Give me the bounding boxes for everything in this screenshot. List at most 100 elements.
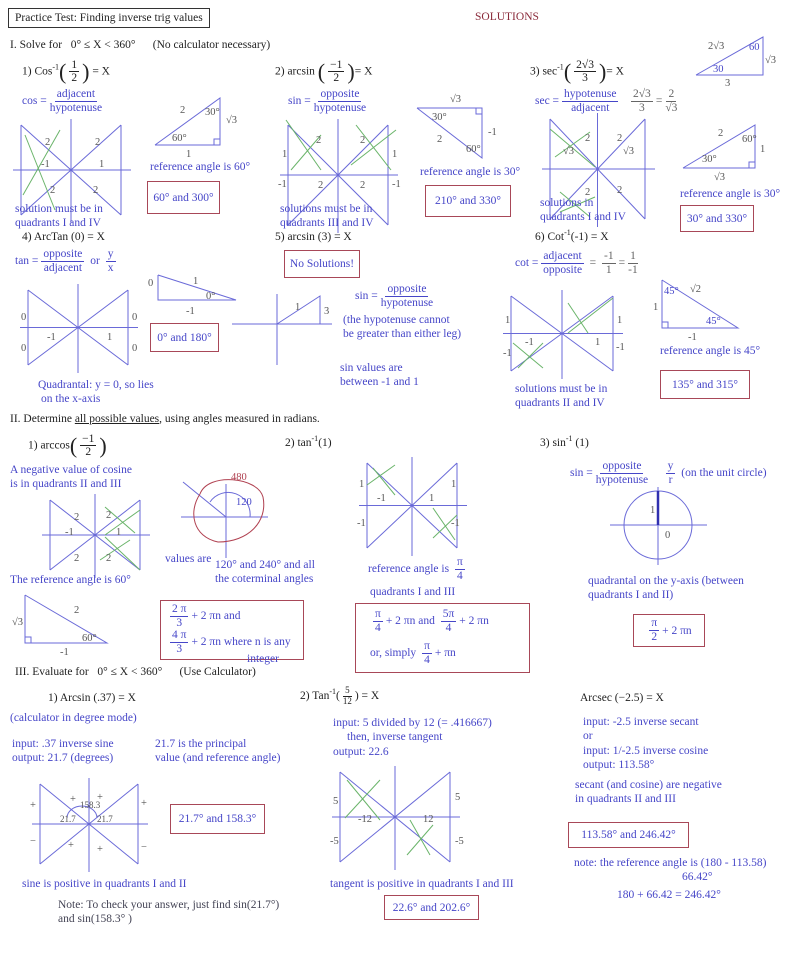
label: 0	[132, 343, 137, 354]
green-mark	[346, 779, 381, 821]
label: -1	[377, 493, 386, 504]
denominator: 3	[582, 72, 588, 85]
quadrant-diagram: + + + + 158.3 21.7 21.7 − − + +	[30, 778, 148, 872]
note-line: note: the reference angle is (180 - 113.…	[574, 857, 767, 869]
label: -5	[455, 836, 464, 847]
note-line: sin values are	[340, 362, 403, 374]
denominator: r	[668, 473, 673, 486]
reference-triangle: 45° √2 1 45° -1	[653, 279, 740, 343]
reference-triangle: 2 30° √3 60° 1	[154, 97, 237, 160]
sign: −	[30, 836, 36, 847]
reference-triangle: 0 1 0° -1	[148, 274, 237, 317]
denominator: 4	[445, 621, 452, 634]
numerator: π	[649, 617, 660, 631]
note-line: output: 21.7 (degrees)	[12, 752, 114, 765]
section-3-note: (Use Calculator)	[179, 666, 256, 678]
denominator: opposite	[543, 263, 583, 276]
green-mark	[409, 819, 431, 856]
label: 3	[725, 78, 730, 89]
denominator: 3	[176, 642, 183, 655]
reference-angle-note: reference angle is 30°	[420, 166, 521, 178]
problem-6-statement: 6) Cot-1(-1) = X	[535, 228, 609, 244]
argument: (1)	[318, 436, 332, 449]
label: 2√3	[708, 40, 724, 52]
note-line: value (and reference angle)	[155, 752, 281, 765]
label: 30°	[432, 112, 447, 123]
label: 2	[718, 128, 723, 139]
label: √3	[226, 114, 237, 126]
denominator: 4	[457, 569, 463, 582]
problem-label: 2) Tan	[300, 690, 330, 703]
label: -1	[186, 306, 195, 317]
green-mark	[104, 536, 141, 571]
numerator: 2√3	[631, 88, 653, 102]
reference-angle-note: The reference angle is 60°	[10, 574, 131, 586]
numerator: -1	[601, 250, 616, 264]
label: 2	[585, 187, 590, 198]
denominator: 1	[605, 263, 612, 276]
label: -1	[525, 337, 534, 348]
sine-positive-note: sine is positive in quadrants I and II	[22, 878, 187, 890]
label: -5	[330, 836, 339, 847]
equals: =	[589, 256, 597, 269]
calculator-mode-note: (calculator in degree mode)	[10, 712, 137, 724]
answer-rest: + 2 πn and	[385, 614, 435, 627]
problem-label: 2) arcsin	[275, 65, 315, 78]
def-lhs: sin =	[288, 94, 311, 107]
exponent: -1	[565, 434, 573, 443]
heading-underlined: all possible values	[74, 413, 160, 425]
sign: +	[68, 840, 74, 851]
label: 158.3	[80, 800, 101, 810]
numerator: y	[105, 248, 116, 262]
denominator: 2	[333, 72, 340, 85]
numerator: π	[422, 640, 432, 654]
note-line: on the x-axis	[41, 393, 101, 406]
quadrant-diagram: 2 2 √3 √3 2 2	[542, 113, 655, 227]
label: 0	[21, 312, 26, 323]
label: 1	[116, 527, 121, 538]
values-are-label: values are	[165, 553, 212, 565]
green-mark	[99, 539, 131, 561]
question-3-statement: 3) sin-1 (1)	[540, 434, 589, 450]
section-1-note: (No calculator necessary)	[152, 39, 271, 51]
label: 1	[505, 315, 510, 326]
answer-box: 60° and 300°	[147, 181, 220, 214]
label: 2	[106, 553, 111, 564]
label: 1	[653, 302, 658, 313]
label: -1	[278, 179, 287, 190]
top-reference-triangle: 2√3 60 √3 30 3	[695, 36, 776, 89]
label: 1	[429, 493, 434, 504]
label: 2	[360, 135, 365, 146]
label: -1	[41, 159, 50, 170]
def-lhs: cos =	[22, 94, 47, 107]
denominator: 4	[424, 653, 430, 666]
problem-label: 2) tan	[285, 436, 312, 449]
label: 3	[324, 306, 329, 317]
label: 12	[423, 814, 434, 825]
label: 1	[99, 159, 104, 170]
numerator: 1	[628, 250, 638, 264]
label: 1	[295, 302, 300, 313]
reference-triangle: √3 30° 2 -1 60°	[416, 93, 497, 160]
answer-box: 0° and 180°	[150, 323, 219, 352]
answer-rest: + 2 πn	[662, 624, 692, 637]
unit-circle-diagram: 1 0	[610, 487, 707, 565]
denominator: x	[107, 261, 114, 274]
note-text: reference angle is	[368, 562, 450, 575]
coterminal-angle-diagram: 480 120	[181, 472, 268, 558]
triangle	[661, 279, 740, 329]
label: -1	[65, 527, 74, 538]
answer-box: No Solutions!	[284, 250, 360, 278]
